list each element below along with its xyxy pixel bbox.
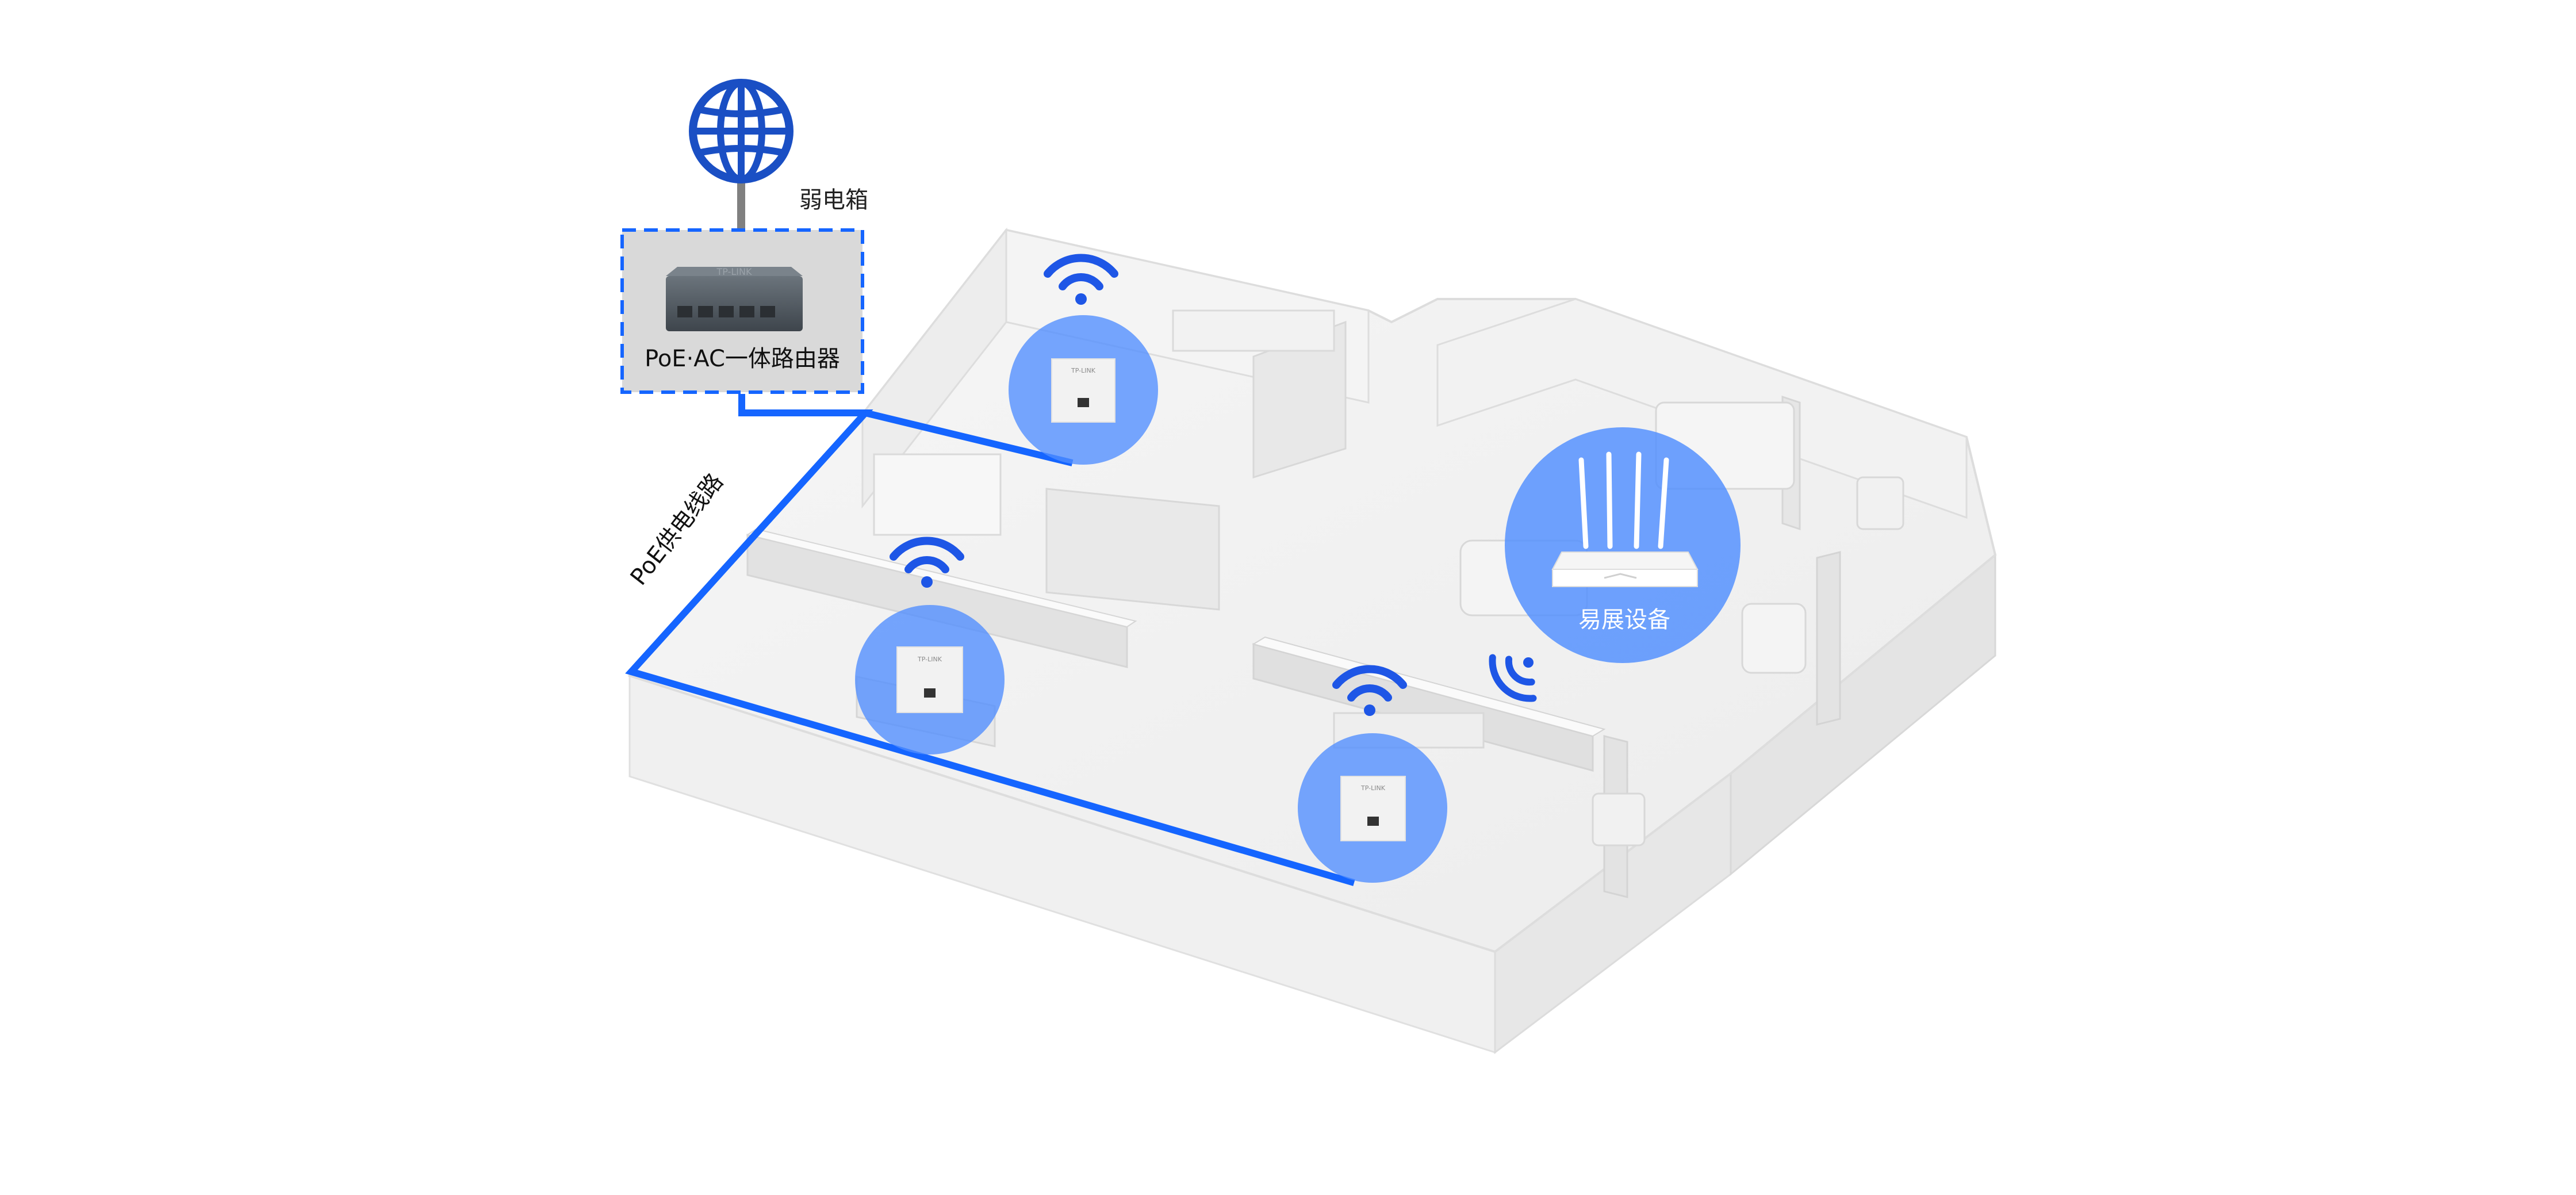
armchair	[1741, 603, 1807, 674]
router-label: PoE·AC一体路由器	[645, 346, 840, 372]
wall-interior-living-top	[1252, 636, 1606, 737]
mesh-router-icon	[1551, 451, 1699, 587]
ap-brand-text: TP-LINK	[917, 656, 942, 663]
coverage-bubble	[1505, 427, 1741, 663]
wall-ap-icon: TP-LINK	[1340, 776, 1406, 841]
wall-interior-mid	[1045, 488, 1220, 611]
access-point-study: TP-LINK	[855, 537, 1005, 754]
nightstand	[1592, 792, 1646, 847]
chair	[1856, 476, 1904, 530]
wall-ap-icon: TP-LINK	[1051, 358, 1116, 423]
wall-interior-study-top	[746, 528, 1137, 628]
wifi-icon	[890, 537, 964, 588]
bookshelf	[873, 453, 1002, 536]
wall-interior-right	[1816, 551, 1841, 726]
ap-brand-text: TP-LINK	[1071, 367, 1096, 374]
access-point-kitchen: TP-LINK	[1009, 254, 1158, 465]
poe-branch-line	[864, 409, 1074, 466]
router-brand-text: TP-LINK	[716, 266, 752, 277]
globe-icon	[689, 79, 793, 229]
kitchen-counter	[1172, 309, 1335, 352]
access-point-living: TP-LINK	[1298, 665, 1447, 883]
floor-plan	[627, 227, 1997, 1055]
mesh-device-label: 易展设备	[1578, 607, 1670, 633]
wifi-icon	[1489, 654, 1537, 702]
ap-brand-text: TP-LINK	[1360, 784, 1386, 792]
wifi-icon	[1044, 254, 1118, 305]
wifi-icon	[1332, 665, 1407, 716]
mesh-device	[1489, 427, 1741, 702]
router-box: TP-LINK PoE·AC一体路由器	[620, 228, 864, 394]
wall-ap-icon: TP-LINK	[896, 646, 963, 713]
weak-box-label: 弱电箱	[799, 187, 868, 213]
poe-router-icon: TP-LINK	[666, 266, 803, 331]
